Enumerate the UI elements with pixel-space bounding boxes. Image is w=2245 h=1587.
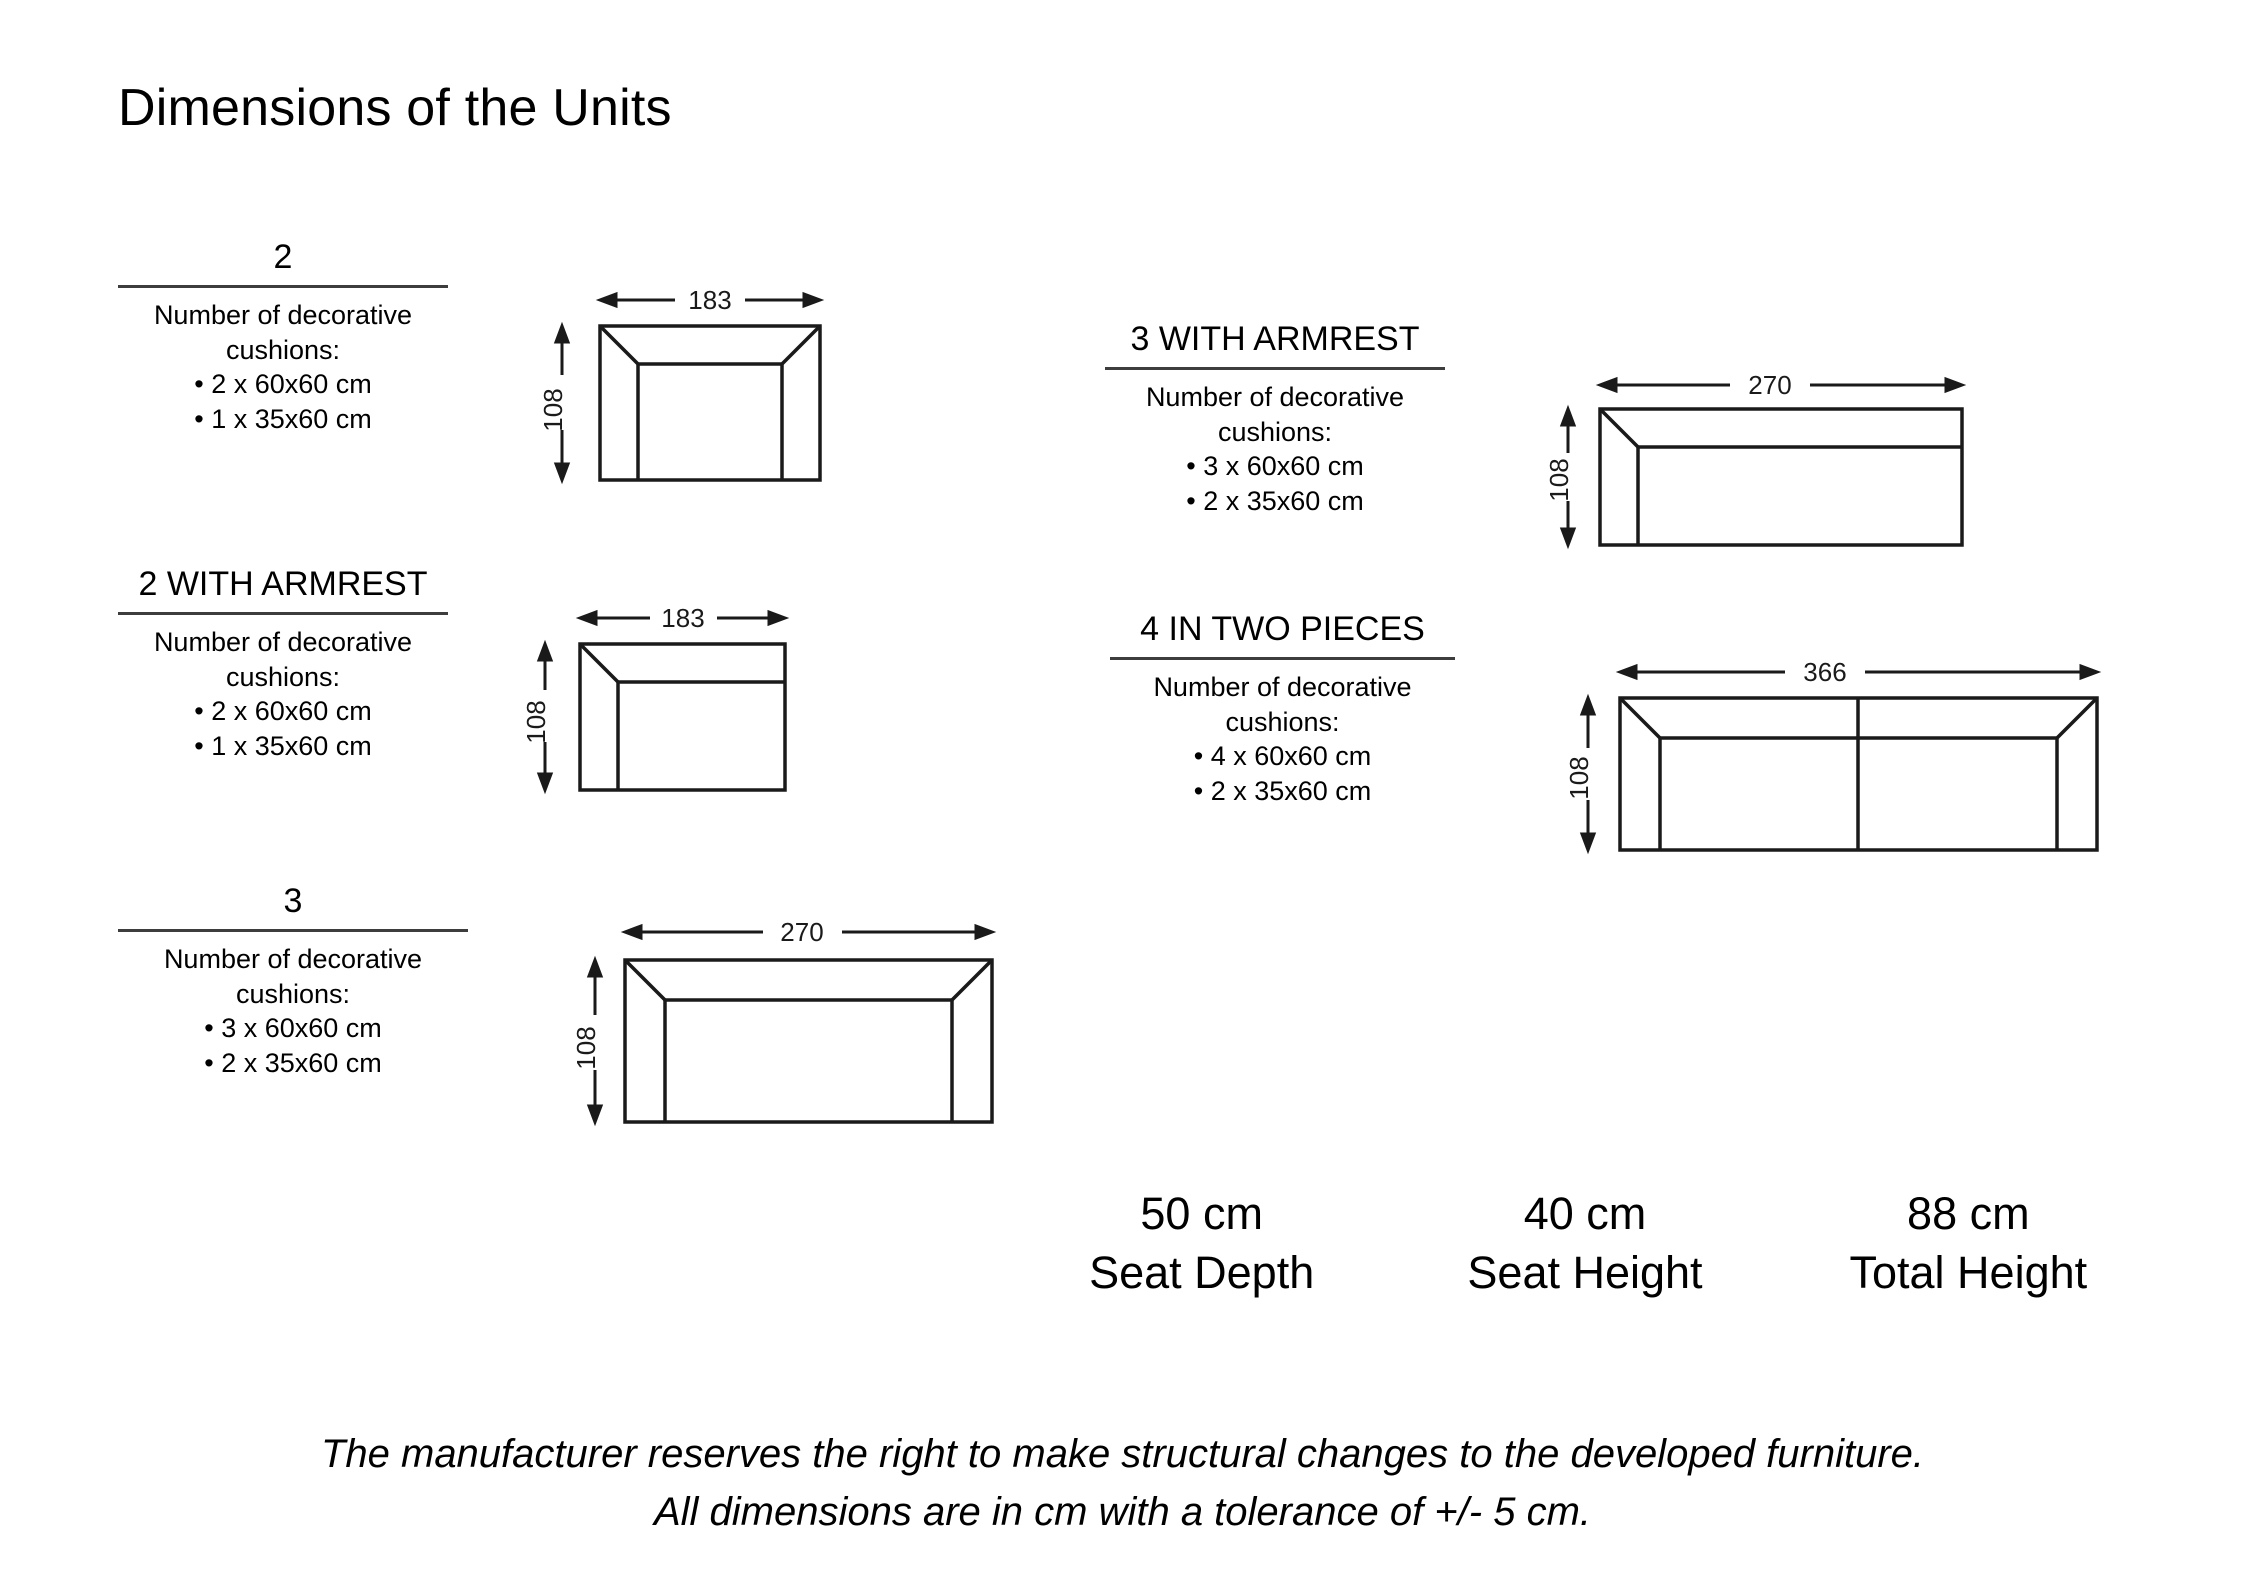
unit-2-text: 2 Number of decorative cushions: • 2 x 6…	[118, 238, 448, 436]
list-item: • 2 x 35x60 cm	[1193, 775, 1372, 806]
page-title: Dimensions of the Units	[118, 79, 672, 137]
unit-4-in-two-pieces-cushion-list: • 4 x 60x60 cm • 2 x 35x60 cm	[1110, 739, 1455, 808]
height-dimension-arrow	[586, 955, 604, 1127]
unit-2-with-armrest-text: 2 WITH ARMREST Number of decorative cush…	[118, 565, 448, 763]
list-item: • 1 x 35x60 cm	[194, 403, 372, 434]
unit-2-with-armrest-width-label: 183	[661, 603, 704, 633]
unit-4-in-two-pieces-height-label: 108	[1564, 756, 1594, 799]
unit-2-width-label: 183	[688, 285, 731, 315]
unit-3-with-armrest-height-label: 108	[1544, 458, 1574, 501]
list-item: • 3 x 60x60 cm	[204, 1013, 382, 1044]
spec-total-height-label: Total Height	[1849, 1246, 2088, 1298]
unit-4-in-two-pieces-width-label: 366	[1803, 657, 1846, 687]
unit-2-with-armrest-drawing: 183 108	[521, 600, 865, 830]
width-dimension-arrow	[620, 923, 997, 941]
list-item: • 1 x 35x60 cm	[194, 730, 372, 761]
width-dimension-arrow	[575, 609, 790, 627]
spec-total-height: 88 cm Total Height	[1777, 1185, 2160, 1302]
unit-3-width-label: 270	[780, 917, 823, 947]
sofa-outline	[1598, 407, 1964, 547]
list-item: • 4 x 60x60 cm	[1193, 741, 1372, 772]
unit-3-with-armrest-cushion-list: • 3 x 60x60 cm • 2 x 35x60 cm	[1105, 449, 1445, 518]
disclaimer-line-1: The manufacturer reserves the right to m…	[320, 1432, 1925, 1476]
unit-2-with-armrest-cushion-intro-line1: Number of decorative	[153, 627, 413, 658]
unit-3-drawing: 270 108	[571, 910, 1050, 1160]
disclaimer-line-2: All dimensions are in cm with a toleranc…	[653, 1490, 1592, 1534]
list-item: • 3 x 60x60 cm	[1186, 451, 1364, 482]
unit-2-cushion-list: • 2 x 60x60 cm • 1 x 35x60 cm	[118, 367, 448, 436]
width-dimension-arrow	[595, 291, 825, 309]
sofa-outline	[598, 324, 822, 482]
height-dimension-arrow	[553, 321, 571, 485]
list-item: • 2 x 60x60 cm	[194, 369, 372, 400]
unit-3-divider	[118, 929, 468, 933]
unit-2-cushion-intro-line2: cushions:	[225, 334, 341, 365]
unit-2-height-label: 108	[538, 388, 568, 431]
spec-seat-depth-label: Seat Depth	[1089, 1246, 1315, 1298]
sofa-outline	[578, 642, 787, 792]
unit-2-divider	[118, 285, 448, 289]
unit-4-in-two-pieces-cushion-intro-line1: Number of decorative	[1153, 672, 1412, 703]
unit-3-with-armrest-width-label: 270	[1748, 370, 1791, 400]
unit-2-with-armrest-divider	[118, 612, 448, 616]
unit-3-height-label: 108	[571, 1026, 601, 1069]
unit-4-in-two-pieces-heading: 4 IN TWO PIECES	[1140, 610, 1425, 648]
unit-3-with-armrest-drawing: 270 108	[1530, 365, 2000, 585]
spec-seat-depth: 50 cm Seat Depth	[1010, 1185, 1393, 1302]
unit-3-with-armrest-heading: 3 WITH ARMREST	[1130, 320, 1420, 358]
unit-3-cushion-intro-line2: cushions:	[235, 978, 351, 1009]
unit-3-with-armrest-text: 3 WITH ARMREST Number of decorative cush…	[1105, 320, 1445, 518]
spec-seat-height-label: Seat Height	[1467, 1246, 1703, 1298]
spec-total-height-value: 88 cm	[1907, 1188, 2030, 1239]
unit-3-cushion-intro-line1: Number of decorative	[163, 944, 423, 975]
spec-seat-depth-value: 50 cm	[1140, 1188, 1263, 1239]
unit-2-with-armrest-cushion-list: • 2 x 60x60 cm • 1 x 35x60 cm	[118, 694, 448, 763]
list-item: • 2 x 60x60 cm	[194, 696, 372, 727]
unit-2-drawing: 183 108	[538, 280, 900, 530]
unit-3-heading: 3	[283, 882, 303, 920]
unit-3-with-armrest-cushion-intro-line1: Number of decorative	[1145, 382, 1405, 413]
width-dimension-arrow	[1595, 376, 1967, 394]
height-dimension-arrow	[1559, 404, 1577, 550]
unit-3-text: 3 Number of decorative cushions: • 3 x 6…	[118, 882, 468, 1080]
unit-4-in-two-pieces-drawing: 366 108	[1540, 650, 2170, 890]
unit-2-with-armrest-cushion-intro-line2: cushions:	[225, 661, 341, 692]
unit-2-with-armrest-heading: 2 WITH ARMREST	[138, 565, 428, 603]
unit-2-heading: 2	[273, 238, 293, 276]
spec-seat-height-value: 40 cm	[1523, 1188, 1647, 1239]
width-dimension-arrow	[1615, 663, 2102, 681]
unit-4-in-two-pieces-divider	[1110, 657, 1455, 661]
unit-2-with-armrest-height-label: 108	[521, 700, 551, 743]
spec-seat-height: 40 cm Seat Height	[1393, 1185, 1776, 1302]
list-item: • 2 x 35x60 cm	[1186, 485, 1364, 516]
sofa-outline	[623, 958, 994, 1124]
height-dimension-arrow	[1579, 693, 1597, 855]
height-dimension-arrow	[536, 639, 554, 795]
unit-3-with-armrest-cushion-intro-line2: cushions:	[1217, 416, 1333, 447]
unit-3-with-armrest-divider	[1105, 367, 1445, 371]
disclaimer: The manufacturer reserves the right to m…	[0, 1425, 2245, 1541]
unit-4-in-two-pieces-text: 4 IN TWO PIECES Number of decorative cus…	[1110, 610, 1455, 808]
unit-2-cushion-intro-line1: Number of decorative	[153, 300, 413, 331]
unit-3-cushion-list: • 3 x 60x60 cm • 2 x 35x60 cm	[118, 1011, 468, 1080]
unit-4-in-two-pieces-cushion-intro-line2: cushions:	[1225, 706, 1340, 737]
list-item: • 2 x 35x60 cm	[204, 1047, 382, 1078]
specifications-row: 50 cm Seat Depth 40 cm Seat Height 88 cm…	[1010, 1185, 2160, 1302]
